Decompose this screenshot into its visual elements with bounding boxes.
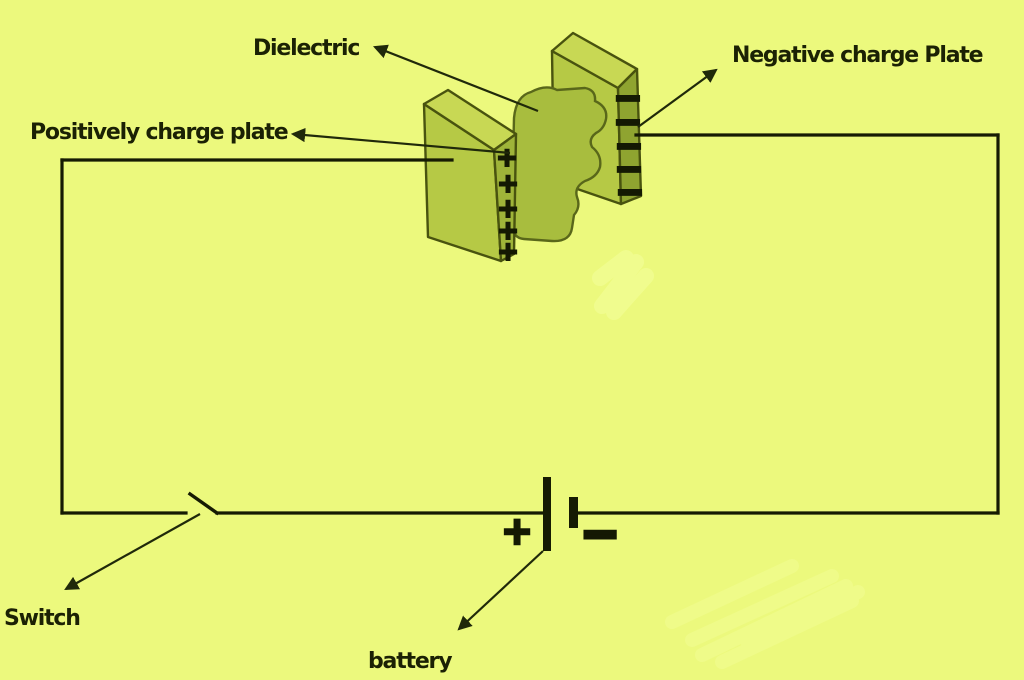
background-smudge-lower: [665, 559, 865, 669]
negative-charge-symbol: −: [615, 126, 644, 166]
positive-plate-charged-edge: [492, 132, 518, 263]
negative-charge-symbol: −: [615, 149, 644, 189]
negative-charge-symbol: −: [616, 172, 645, 212]
dielectric-pointer-line: [373, 44, 539, 113]
positive-plate-pointer-line: [290, 127, 511, 155]
positive-charge-symbol: +: [497, 194, 519, 224]
background-smudge-upper: [592, 250, 654, 320]
leader-lines: [64, 44, 718, 631]
positive-charge-symbol: +: [496, 143, 518, 173]
battery-label: battery: [368, 649, 452, 674]
positive-charge-symbol: +: [497, 169, 519, 199]
battery-pointer-line: [457, 550, 544, 631]
dielectric-material: [511, 86, 608, 243]
switch-blade: [187, 491, 220, 516]
negative-plate-charged-edge: [616, 67, 643, 206]
negative-charge-symbol: −: [614, 102, 643, 142]
battery-long-plate: [543, 477, 551, 551]
positive-plate: [422, 88, 518, 263]
negative-charge-symbol: −: [614, 78, 643, 118]
circuit-wires: [60, 133, 1000, 516]
battery-positive-symbol: +: [501, 509, 533, 553]
battery-symbol: + −: [500, 477, 622, 562]
positive-charge-symbol: +: [497, 237, 519, 267]
switch-label: Switch: [4, 606, 80, 631]
positive-plate-charges: + + + + +: [495, 142, 520, 268]
switch-pointer-line: [64, 513, 201, 591]
positive-charge-symbol: +: [497, 216, 519, 246]
negative-plate-label: Negative charge Plate: [732, 43, 983, 68]
battery-negative-symbol: −: [581, 506, 620, 560]
negative-plate-pointer-line: [637, 68, 718, 128]
negative-plate-charges: − − − − −: [612, 77, 646, 214]
positive-plate-label: Positively charge plate: [30, 120, 288, 145]
dielectric-label: Dielectric: [253, 36, 359, 61]
battery-short-plate: [569, 497, 578, 528]
